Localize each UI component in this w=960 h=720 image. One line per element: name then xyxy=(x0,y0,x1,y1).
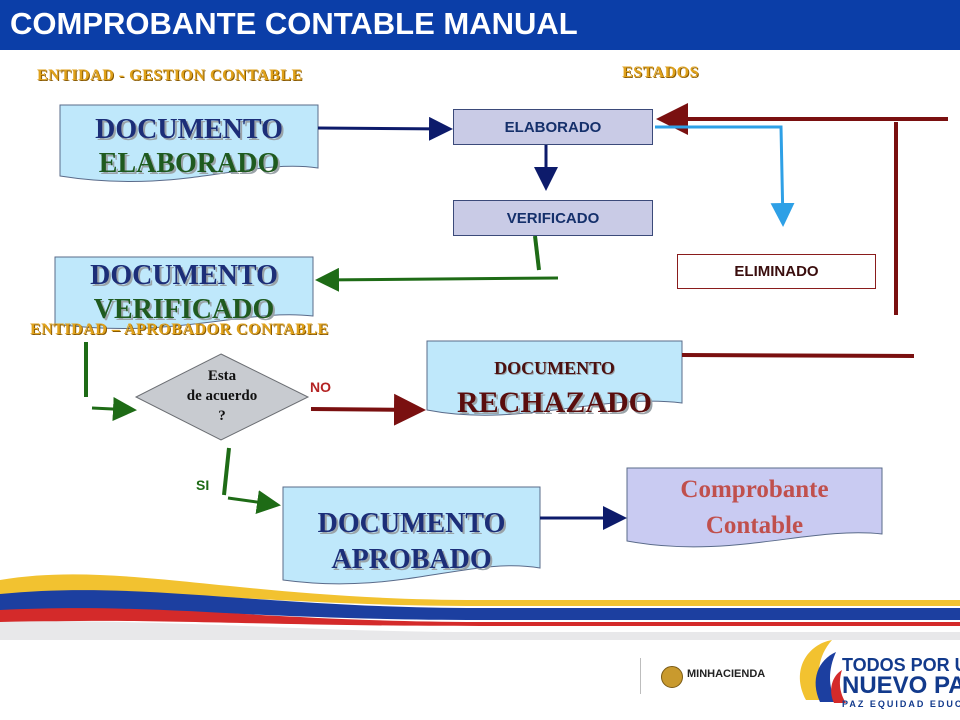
doc-elaborado-shape xyxy=(59,104,319,182)
slogan-line3: PAZ EQUIDAD EDUCACIÓN xyxy=(842,699,960,709)
footer-wave xyxy=(0,574,960,640)
slogan-line1: TODOS POR UN xyxy=(842,655,960,675)
doc-comprobante-shape xyxy=(626,467,883,548)
title-bar: COMPROBANTE CONTABLE MANUAL xyxy=(0,0,960,50)
doc-elaborado-line2: ELABORADO xyxy=(98,148,280,179)
nuevo-pais-emblem xyxy=(799,640,846,703)
arrow-doc-to-elaborado xyxy=(317,116,453,141)
doc-verificado-shape xyxy=(54,256,314,329)
label-si: SI xyxy=(196,477,210,493)
line-rechazado-return xyxy=(681,353,915,358)
slogan-line2: NUEVO PAÍS xyxy=(842,672,960,699)
state-elaborado: ELABORADO xyxy=(453,109,653,145)
arrow-decision-to-aprobado xyxy=(222,447,231,496)
label-no: NO xyxy=(310,379,331,395)
section-entidad-aprobador: ENTIDAD – APROBADOR CONTABLE xyxy=(30,321,329,338)
coat-of-arms-icon xyxy=(661,666,683,688)
minhacienda-logo: MINHACIENDA xyxy=(640,658,773,694)
doc-aprobado-line2: APROBADO xyxy=(331,544,492,575)
state-verificado: VERIFICADO xyxy=(453,200,653,236)
doc-aprobado-shape xyxy=(282,486,541,585)
decision-line1: Esta xyxy=(207,368,237,384)
doc-aprobado-line1: DOCUMENTO xyxy=(317,508,506,539)
doc-rechazado-line1: DOCUMENTO xyxy=(494,358,615,378)
decision-line2: de acuerdo xyxy=(186,388,258,404)
doc-comprobante-line2: Contable xyxy=(705,512,804,539)
page-title: COMPROBANTE CONTABLE MANUAL xyxy=(10,6,578,41)
doc-comprobante-line1: Comprobante xyxy=(680,476,829,503)
ministry-name: MINHACIENDA xyxy=(687,668,766,680)
arrow-verificado-to-doc xyxy=(533,235,541,271)
doc-verificado-line2: VERIFICADO xyxy=(93,294,275,325)
section-estados: ESTADOS xyxy=(622,64,700,81)
doc-rechazado-shape xyxy=(426,340,683,416)
doc-verificado-line1: DOCUMENTO xyxy=(90,260,278,291)
state-eliminado: ELIMINADO xyxy=(677,254,876,289)
section-entidad-gestion: ENTIDAD - GESTION CONTABLE xyxy=(37,67,303,84)
decision-line3: ? xyxy=(218,408,226,424)
arrow-elaborado-to-eliminado xyxy=(655,125,795,227)
slogan: TODOS POR UN NUEVO PAÍS PAZ EQUIDAD EDUC… xyxy=(842,656,960,710)
doc-rechazado-line2: RECHAZADO xyxy=(456,386,652,419)
decision-diamond xyxy=(134,353,310,441)
arrow-decision-to-rechazado xyxy=(310,393,426,426)
doc-elaborado-line1: DOCUMENTO xyxy=(95,114,283,145)
